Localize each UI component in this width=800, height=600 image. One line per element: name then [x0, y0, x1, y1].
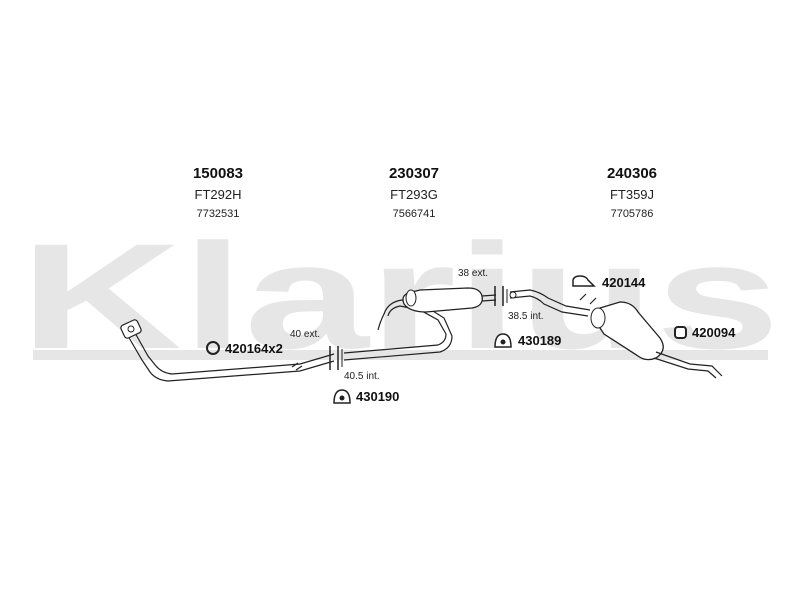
part-ref-3: 7705786 [611, 208, 654, 220]
joint-1 [329, 346, 343, 370]
dim-int-2: 38.5 int. [508, 311, 544, 322]
rubber-mount-icon [674, 326, 687, 339]
part-number-2: 230307 [389, 165, 439, 182]
hanger-part-number-1: 430190 [356, 389, 399, 404]
intermediate-pipe [343, 287, 497, 361]
part-code-2: FT293G [390, 187, 438, 202]
dim-ext-2: 38 ext. [458, 268, 488, 279]
hanger-icon-2 [494, 333, 512, 348]
part-number-3: 240306 [607, 165, 657, 182]
hanger-part-number-2: 430189 [518, 333, 561, 348]
gasket-part-number: 420164x2 [225, 341, 283, 356]
gasket-icon [206, 341, 220, 355]
rear-box [509, 289, 723, 379]
part-code-3: FT359J [610, 187, 654, 202]
dim-int-1: 40.5 int. [344, 371, 380, 382]
front-pipe [120, 319, 335, 382]
part-ref-2: 7566741 [393, 208, 436, 220]
part-number-1: 150083 [193, 165, 243, 182]
bracket-part-number: 420144 [602, 275, 646, 290]
joint-2 [494, 286, 508, 306]
part-code-1: FT292H [195, 187, 242, 202]
hanger-icon-1 [333, 389, 351, 404]
part-ref-1: 7732531 [197, 208, 240, 220]
bracket-icon [572, 275, 596, 287]
dim-ext-1: 40 ext. [290, 329, 320, 340]
rubber-part-number: 420094 [692, 325, 736, 340]
